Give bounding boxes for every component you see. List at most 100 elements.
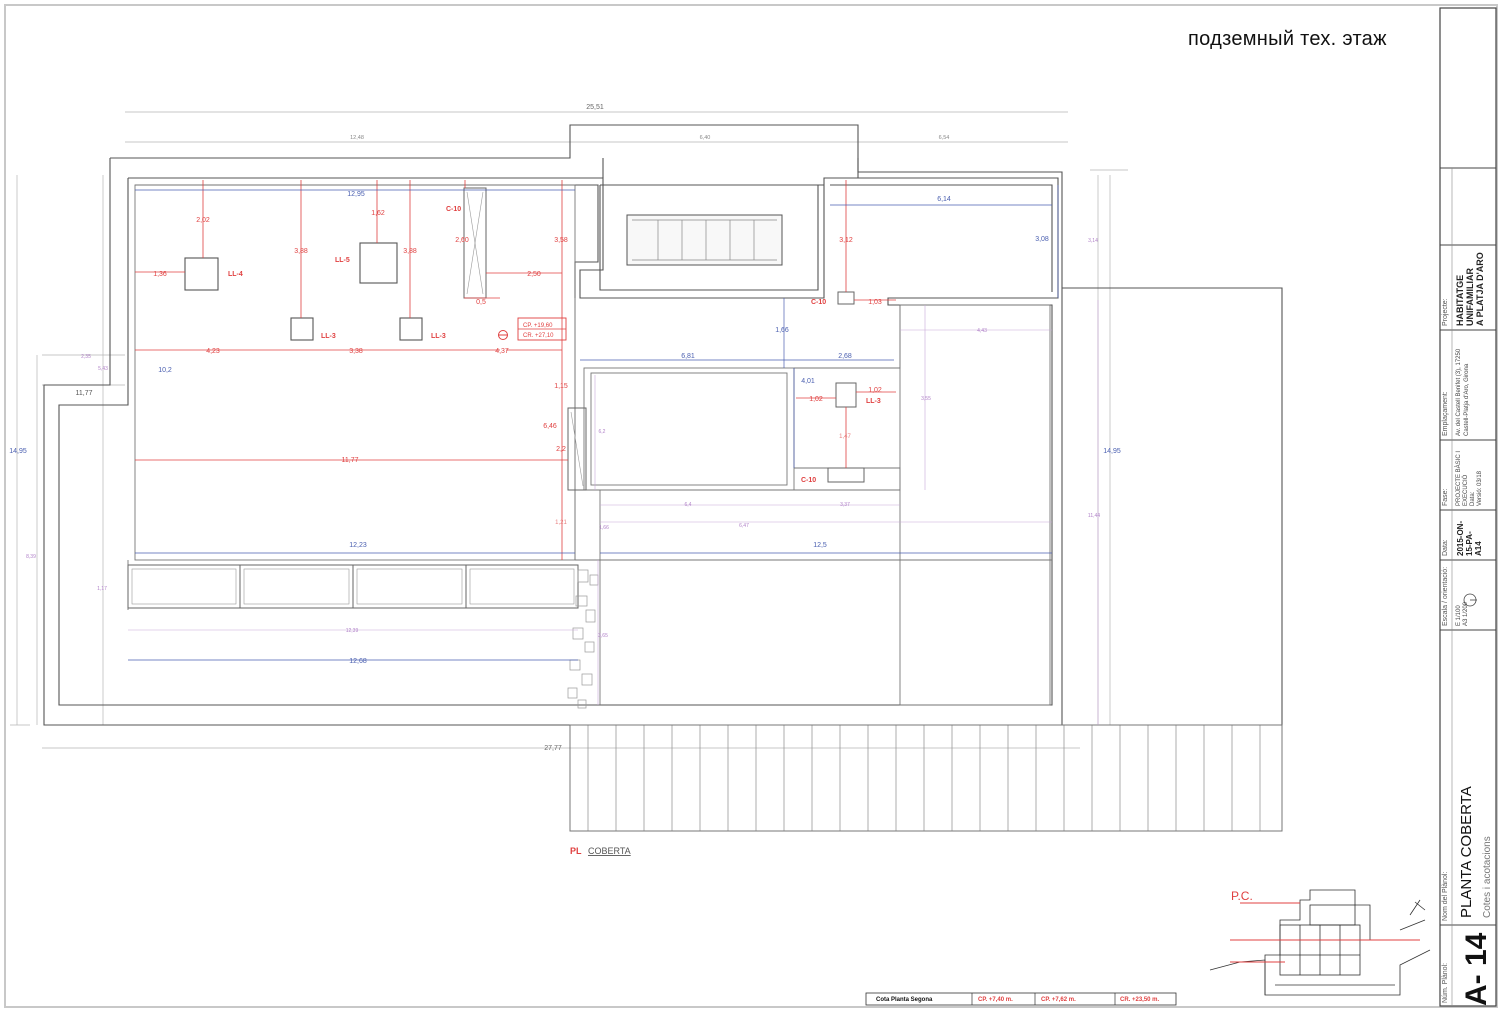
dim-red: 1,62 — [371, 210, 385, 217]
dim-red: 0,5 — [476, 299, 486, 306]
sheet-border — [4, 4, 1498, 1008]
tb-data-line3: A14 — [1474, 541, 1483, 556]
dim-purple: 6,47 — [739, 523, 749, 529]
dim-purple: 11,44 — [1088, 513, 1100, 519]
dim-blue: 12,5 — [813, 542, 827, 549]
dim-purple: 2,35 — [81, 354, 91, 360]
dim-red: 2,50 — [527, 271, 541, 278]
tb-projecte-line2: UNIFAMILIAR — [1465, 268, 1475, 326]
dim-blue: 1,66 — [775, 327, 789, 334]
dim-purple: 6,2 — [599, 429, 606, 435]
tb-fase-line4: Versió: 03/18 — [1477, 470, 1483, 506]
sheet-number: A- 14 — [1460, 932, 1493, 1006]
cota-label: CP. +19,60 — [523, 323, 553, 329]
levels-table-cell: CR. +23,50 m. — [1120, 997, 1160, 1003]
dim-red: 2,02 — [196, 217, 210, 224]
header-note: подземный тех. этаж — [1188, 28, 1387, 50]
dim-red: 1,02 — [809, 396, 823, 403]
levels-table — [865, 992, 1177, 1006]
dim-blue: 6,14 — [937, 196, 951, 203]
dim-red: 1,47 — [839, 434, 851, 440]
dim-red: 3,88 — [403, 248, 417, 255]
tb-escala-line1: E 1/100 — [1456, 605, 1462, 626]
skylight-label: LL-5 — [335, 257, 350, 264]
dim-top-sub: 12,48 — [350, 135, 364, 141]
dim-red: 2,2 — [556, 446, 566, 453]
dim-purple: 12,39 — [346, 628, 359, 634]
dim-overall-left-small: 11,77 — [76, 390, 93, 397]
dim-red: 6,46 — [543, 423, 557, 430]
title-block-frame — [1439, 7, 1497, 1007]
chimney-label: C-10 — [801, 477, 816, 484]
dim-blue: 10,2 — [158, 367, 172, 374]
dim-purple: 3,14 — [1088, 238, 1098, 244]
dim-overall-left: 14,95 — [9, 448, 27, 455]
dim-overall-top: 25,51 — [586, 104, 604, 111]
dim-red: 3,38 — [349, 348, 363, 355]
tb-label-num-planol: Núm. Plànol: — [1442, 962, 1449, 1003]
dim-purple: 1,66 — [599, 525, 609, 531]
section-label: P.C. — [1231, 889, 1253, 903]
dim-blue: 12,95 — [347, 191, 365, 198]
tb-emplacament-line2: Castell-Platja d'Aro, Girona — [1464, 363, 1470, 436]
section-thumbnail — [1209, 889, 1431, 996]
dim-blue: 4,01 — [801, 378, 815, 385]
plan-caption: COBERTA — [588, 846, 631, 856]
dim-purple: 3,65 — [598, 633, 608, 639]
dim-purple: 6,4 — [685, 502, 692, 508]
dim-red: 4,23 — [206, 348, 220, 355]
tb-label-data: Data: — [1442, 539, 1449, 556]
skylight-label: LL-3 — [321, 333, 336, 340]
dim-red: 2,60 — [455, 237, 469, 244]
terrace-slats — [587, 725, 1261, 831]
tb-label-projecte: Projecte: — [1442, 298, 1449, 326]
skylight-label: LL-4 — [228, 271, 243, 278]
tb-label-emplacament: Emplaçament: — [1442, 391, 1449, 436]
dim-red: 3,58 — [554, 237, 568, 244]
tb-fase-line1: PROJECTE BÀSIC I — [1456, 450, 1462, 506]
plan-caption-prefix: PL — [570, 846, 582, 856]
tb-label-escala: Escala / orientació: — [1442, 566, 1449, 626]
tb-fase-line2: EXECUCIÓ — [1463, 474, 1469, 506]
dim-blue: 6,81 — [681, 353, 695, 360]
dim-red: 3,88 — [294, 248, 308, 255]
dim-red: 11,77 — [342, 457, 359, 464]
dim-purple: 3,37 — [840, 502, 850, 508]
dim-red: 4,37 — [495, 348, 509, 355]
tb-label-nom-planol: Nom del Plànol: — [1442, 871, 1449, 921]
dim-purple: 8,39 — [26, 554, 36, 560]
skylight-label: LL-3 — [866, 398, 881, 405]
tb-projecte-line3: A PLATJA D'ARO — [1475, 252, 1485, 326]
sheet-title: PLANTA COBERTA — [1458, 786, 1475, 918]
tb-projecte-line1: HABITATGE — [1455, 274, 1465, 326]
north-arrow-icon — [1463, 593, 1477, 607]
dim-blue: 12,68 — [349, 658, 367, 665]
tb-label-fase: Fase: — [1442, 488, 1449, 506]
dim-purple: 5,43 — [98, 366, 108, 372]
levels-table-cell: CP. +7,62 m. — [1041, 997, 1076, 1003]
dim-blue: 12,23 — [349, 542, 367, 549]
dim-top-sub: 6,40 — [700, 135, 711, 141]
tb-fase-line3: Data: — [1470, 491, 1476, 506]
dim-overall-right: 14,95 — [1103, 448, 1121, 455]
dim-purple: 3,55 — [921, 396, 931, 402]
dim-purple: 1,17 — [97, 586, 107, 592]
levels-table-label: Cota Planta Segona — [876, 997, 933, 1003]
dim-red: 3,12 — [839, 237, 853, 244]
chimney-label: C-10 — [446, 206, 461, 213]
dim-red: 1,36 — [153, 271, 167, 278]
dim-red: 1,21 — [555, 520, 567, 526]
chimney-label: C-10 — [811, 299, 826, 306]
tb-emplacament-line1: Av. del Castell Benifet (3), 17250 — [1456, 348, 1462, 436]
dim-top-sub: 6,54 — [939, 135, 950, 141]
skylight-label: LL-3 — [431, 333, 446, 340]
dim-red: 1,03 — [868, 299, 882, 306]
cota-label: CR. +27,10 — [523, 333, 554, 339]
dim-purple: 4,43 — [977, 328, 987, 334]
sheet-subtitle: Cotes i acotacions — [1482, 836, 1493, 918]
dim-blue: 3,08 — [1035, 236, 1049, 243]
dim-blue: 2,68 — [838, 353, 852, 360]
levels-table-cell: CP. +7,40 m. — [978, 997, 1013, 1003]
